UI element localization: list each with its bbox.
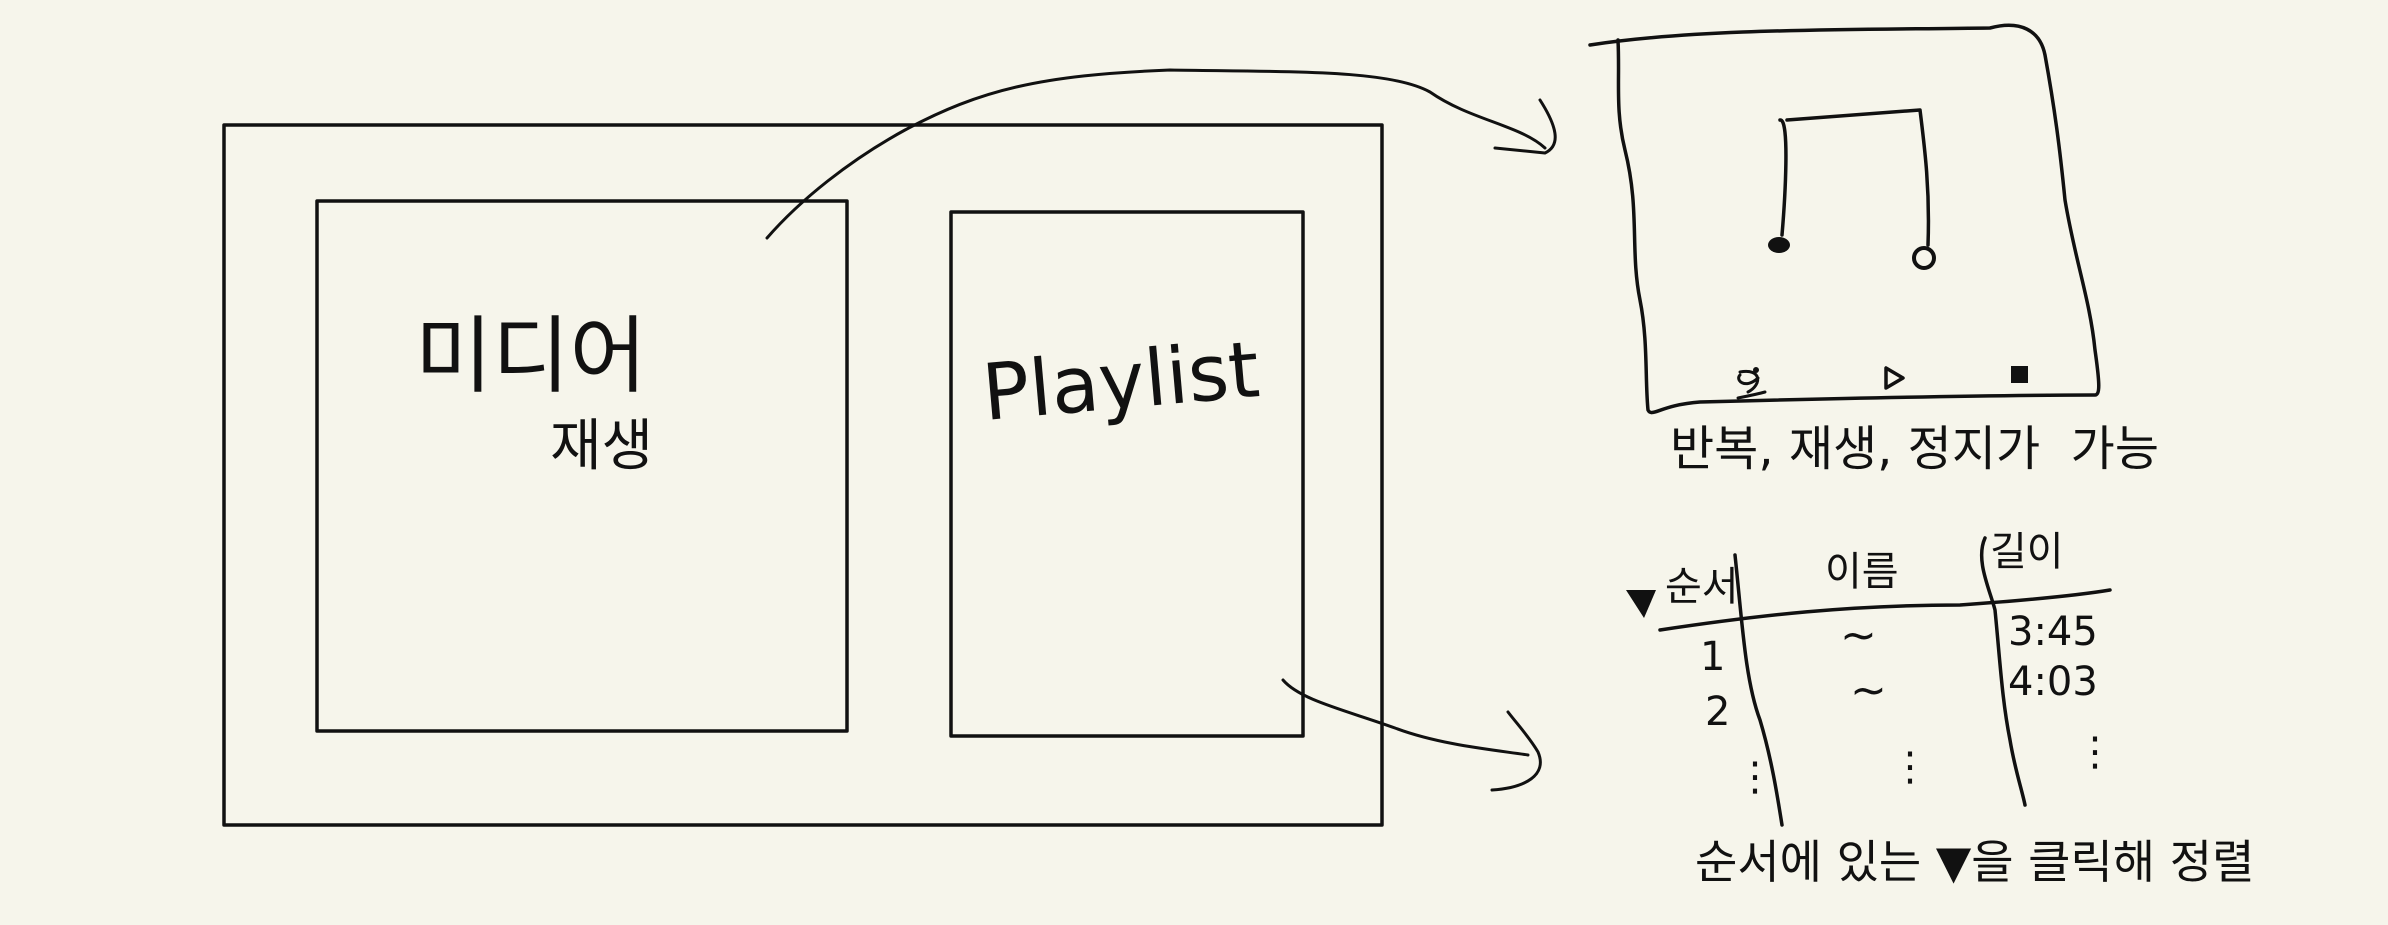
header-name: 이름 [1825, 549, 1899, 595]
playlist-panel [949, 210, 1305, 738]
table-column-divider-2 [1979, 536, 2027, 807]
media-panel-subtitle: 재생 [550, 414, 653, 479]
media-panel-title: 미디어 [415, 307, 647, 405]
playlist-detail-caption: 순서에 있는 ▼을 클릭해 정렬 [1695, 835, 2254, 889]
row-2-name: ~ [1850, 665, 1887, 716]
playlist-panel-title: Playlist [979, 325, 1263, 439]
connector-arrowhead-playlist [1490, 710, 1542, 792]
table-column-divider-1 [1733, 553, 1784, 827]
media-panel [315, 199, 849, 733]
connector-arrow-media [765, 68, 1547, 240]
connector-arrow-playlist [1281, 678, 1530, 757]
table-header-rule [1658, 588, 2112, 632]
row-continuation-name: ⋮ [1890, 744, 1930, 790]
music-note-icon [1768, 108, 1936, 270]
header-length: 길이 [1990, 529, 2064, 575]
header-order: 순서 [1665, 564, 1739, 610]
app-window-frame [222, 123, 1384, 827]
row-2-length: 4:03 [2008, 659, 2098, 705]
row-1-name: ~ [1840, 610, 1877, 661]
row-2-order: 2 [1705, 689, 1730, 735]
repeat-icon[interactable] [1736, 367, 1767, 400]
play-icon[interactable] [1884, 366, 1905, 390]
player-detail-caption: 반복, 재생, 정지가 가능 [1670, 421, 2159, 477]
sort-arrow-icon[interactable] [1626, 590, 1656, 618]
stop-icon[interactable] [2011, 366, 2028, 383]
row-1-length: 3:45 [2008, 609, 2098, 655]
player-detail-frame [1588, 23, 2101, 415]
row-1-order: 1 [1700, 634, 1725, 680]
row-continuation-length: ⋮ [2075, 729, 2115, 775]
connector-arrowhead-media [1493, 98, 1557, 155]
row-continuation-order: ⋮ [1735, 754, 1775, 800]
